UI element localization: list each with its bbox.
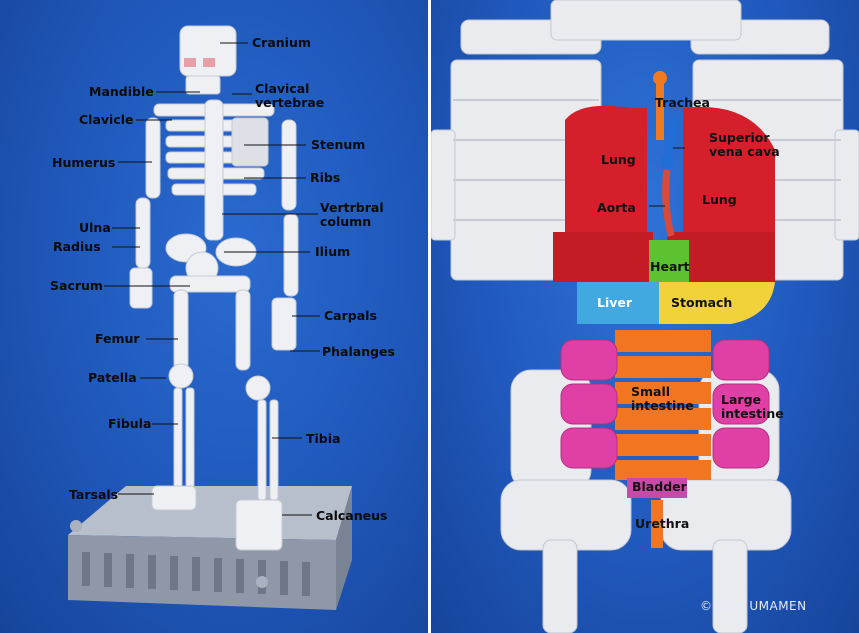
label-cranium: Cranium xyxy=(252,35,311,50)
label-fibula: Fibula xyxy=(108,416,152,431)
bladder-brick xyxy=(627,478,687,498)
label-ilium: Ilium xyxy=(315,244,351,259)
label-phalanges: Phalanges xyxy=(322,344,395,359)
label-heart: Heart xyxy=(650,259,690,274)
arms xyxy=(129,117,299,351)
label-stenum: Stenum xyxy=(311,137,366,152)
label-clavicle: Clavicle xyxy=(79,112,134,127)
label-femur: Femur xyxy=(95,331,140,346)
label-trachea: Trachea xyxy=(655,95,710,110)
liver-brick xyxy=(577,282,659,324)
label-stomach: Stomach xyxy=(671,295,733,310)
label-ulna: Ulna xyxy=(79,220,111,235)
pelvis xyxy=(165,233,257,293)
large-intestine-bricks xyxy=(560,339,770,469)
label-aorta: Aorta xyxy=(597,200,636,215)
label-lung-right: Lung xyxy=(702,192,737,207)
skeleton-illustration xyxy=(68,25,352,610)
label-vertebral-column: Vertrbral column xyxy=(320,200,384,229)
legs xyxy=(151,289,283,551)
leader-lines xyxy=(104,42,320,516)
skull xyxy=(179,25,237,95)
label-clavical-vertebrae: Clavical vertebrae xyxy=(255,81,325,110)
trachea-vessels xyxy=(653,71,679,237)
label-calcaneus: Calcaneus xyxy=(316,508,388,523)
label-tibia: Tibia xyxy=(306,431,341,446)
urethra-brick xyxy=(651,500,663,548)
label-radius: Radius xyxy=(53,239,101,254)
label-urethra: Urethra xyxy=(635,516,690,531)
label-ribs: Ribs xyxy=(310,170,341,185)
organs-panel: Trachea Superior vena cava Lung Lung Aor… xyxy=(431,0,859,633)
label-carpals: Carpals xyxy=(324,308,377,323)
ribcage xyxy=(153,99,275,241)
label-humerus: Humerus xyxy=(52,155,116,170)
panel-divider xyxy=(428,0,431,633)
label-small-intestine: Small intestine xyxy=(631,384,694,413)
label-large-intestine: Large intestine xyxy=(721,392,784,421)
label-lung-left: Lung xyxy=(601,152,636,167)
heart-brick xyxy=(649,240,689,282)
label-tarsals: Tarsals xyxy=(69,487,119,502)
label-bladder: Bladder xyxy=(632,479,687,494)
label-sacrum: Sacrum xyxy=(50,278,103,293)
skeleton-panel: Cranium Mandible Clavical vertebrae Clav… xyxy=(0,0,428,633)
label-liver: Liver xyxy=(597,295,633,310)
display-base xyxy=(68,486,352,610)
small-intestine-bricks xyxy=(615,330,711,480)
organs-illustration xyxy=(431,0,859,633)
organ-leader-lines xyxy=(649,147,685,207)
copyright-text: ©2016 UMAMEN xyxy=(700,599,807,613)
label-patella: Patella xyxy=(88,370,137,385)
label-superior-vena-cava: Superior vena cava xyxy=(709,130,780,159)
stomach-brick xyxy=(659,282,775,324)
label-mandible: Mandible xyxy=(89,84,154,99)
